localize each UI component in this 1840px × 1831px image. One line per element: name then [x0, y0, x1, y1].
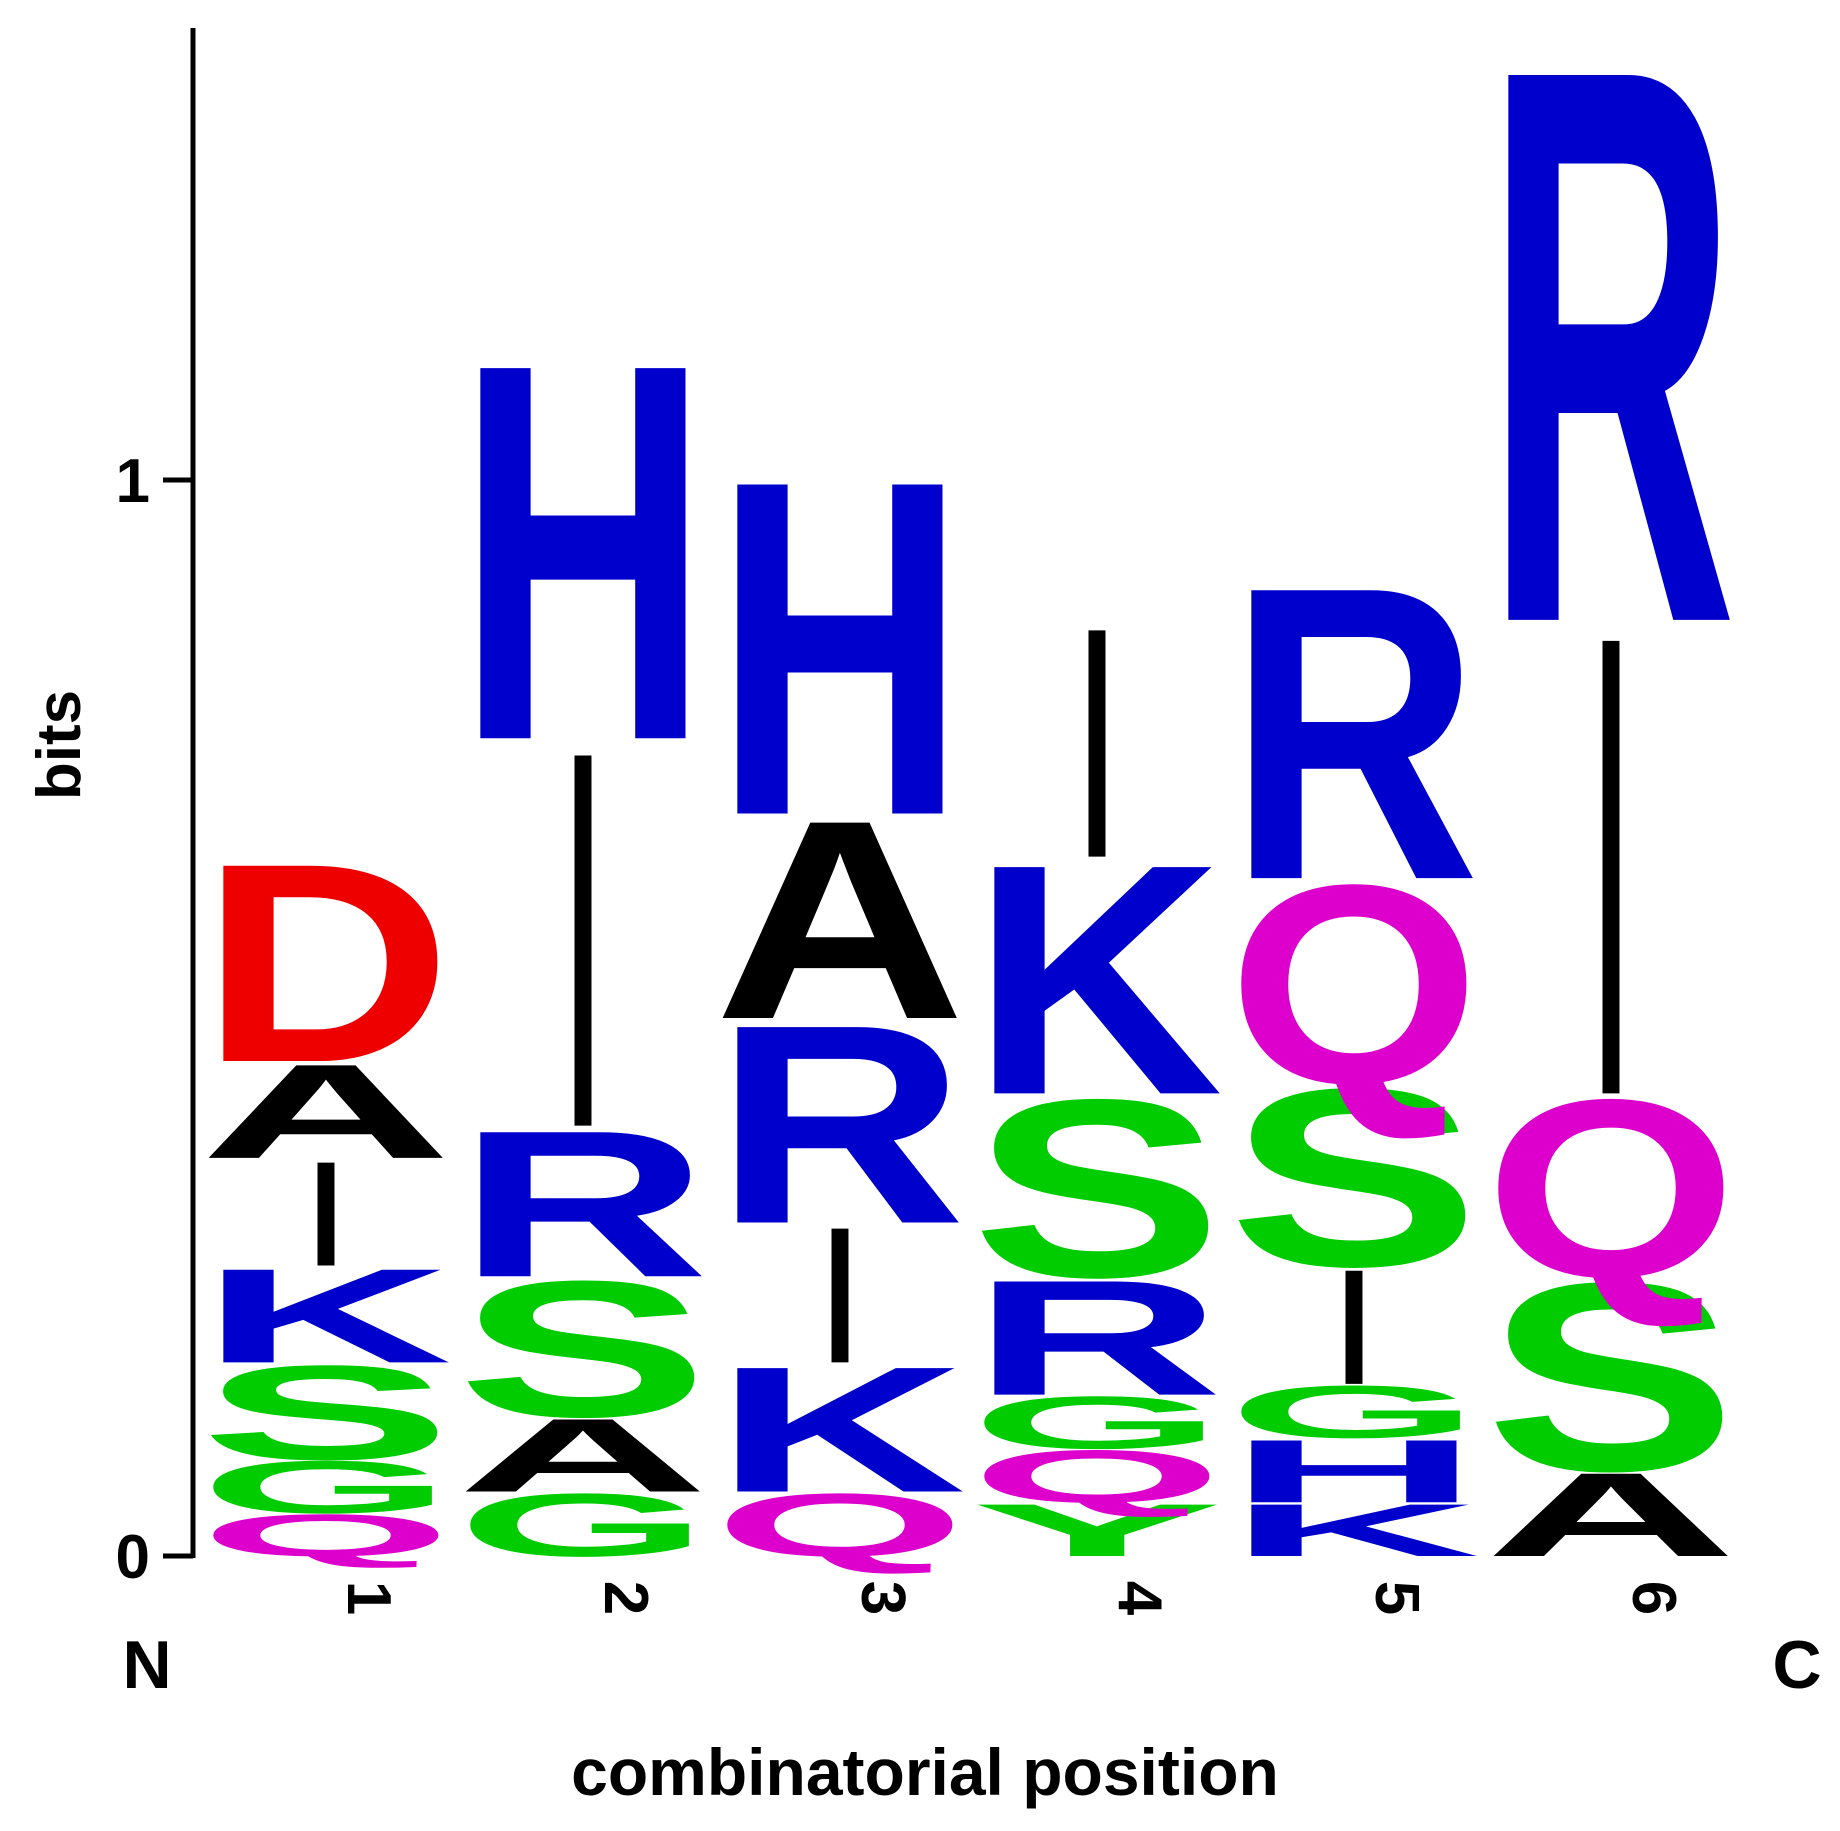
logo-letter-pos6-A-0: A — [1485, 1448, 1737, 1581]
logo-letter-pos5-R-6: R — [1228, 499, 1480, 967]
logo-letter-pos2-R-3: R — [457, 1087, 709, 1320]
logo-letter-pos2-S-2: S — [457, 1240, 709, 1457]
x-tick-label-5: 5 — [1362, 1581, 1431, 1615]
logo-letter-pos2-I-4: I — [567, 638, 600, 1240]
logo-letter-pos3-H-5: H — [714, 381, 966, 916]
y-tick-label-1: 1 — [116, 447, 150, 516]
x-tick-label-2: 2 — [591, 1581, 660, 1615]
logo-letter-pos4-S-4: S — [971, 1047, 1223, 1330]
logo-letter-pos4-K-5: K — [971, 796, 1223, 1164]
x-tick-label-3: 3 — [848, 1581, 917, 1615]
x-tick-label-1: 1 — [334, 1581, 403, 1615]
logo-letter-pos1-K-3: K — [200, 1241, 452, 1391]
logo-letter-pos1-Q-0: Q — [200, 1502, 452, 1569]
logo-letter-pos1-I-4: I — [310, 1130, 343, 1298]
logo-letter-pos4-Y-0: Y — [971, 1488, 1223, 1572]
logo-letter-pos3-I-2: I — [824, 1188, 857, 1404]
logo-letter-pos3-R-3: R — [714, 966, 966, 1283]
x-tick-label-4: 4 — [1105, 1581, 1174, 1616]
logo-letter-pos1-D-6: D — [200, 805, 452, 1122]
x-axis-label: combinatorial position — [571, 1735, 1279, 1809]
logo-letter-pos3-K-1: K — [714, 1329, 966, 1529]
logo-letter-pos6-Q-2: Q — [1485, 1046, 1737, 1331]
y-axis-label: bits — [25, 690, 94, 800]
logo-letter-pos2-G-0: G — [457, 1475, 709, 1575]
logo-letter-pos6-S-1: S — [1485, 1227, 1737, 1527]
logo-letter-pos3-Q-0: Q — [714, 1475, 966, 1575]
logo-letter-pos5-S-4: S — [1228, 1037, 1480, 1320]
c-terminus-label: C — [1772, 1627, 1821, 1703]
logo-letter-pos4-G-2: G — [971, 1381, 1223, 1465]
logo-letter-pos5-K-0: K — [1228, 1489, 1480, 1572]
logo-letter-pos6-R-4: R — [1485, 0, 1737, 788]
logo-letter-pos5-Q-5: Q — [1228, 825, 1480, 1143]
logo-letter-pos6-I-3: I — [1595, 499, 1628, 1234]
logo-letter-pos2-A-1: A — [457, 1397, 709, 1514]
logo-letter-pos5-G-2: G — [1228, 1370, 1480, 1454]
x-tick-label-6: 6 — [1619, 1581, 1688, 1615]
logo-letter-pos5-H-1: H — [1228, 1421, 1480, 1521]
logo-letter-pos5-I-3: I — [1338, 1237, 1371, 1420]
logo-letter-pos1-G-1: G — [200, 1445, 452, 1529]
logo-letter-pos4-I-6: I — [1081, 560, 1114, 927]
logo-letter-pos1-A-5: A — [200, 1037, 452, 1187]
x-tick-labels: 1 2 3 4 5 6 — [334, 1581, 1688, 1616]
logo-letter-pos2-H-5: H — [457, 253, 709, 853]
logo-letter-pos4-R-3: R — [971, 1246, 1223, 1430]
logo-letter-pos4-Q-1: Q — [971, 1434, 1223, 1518]
logo-letter-pos1-S-2: S — [200, 1338, 452, 1488]
y-tick-label-0: 0 — [116, 1523, 150, 1592]
logo-letter-pos3-A-4: A — [714, 762, 966, 1079]
n-terminus-label: N — [122, 1627, 171, 1703]
